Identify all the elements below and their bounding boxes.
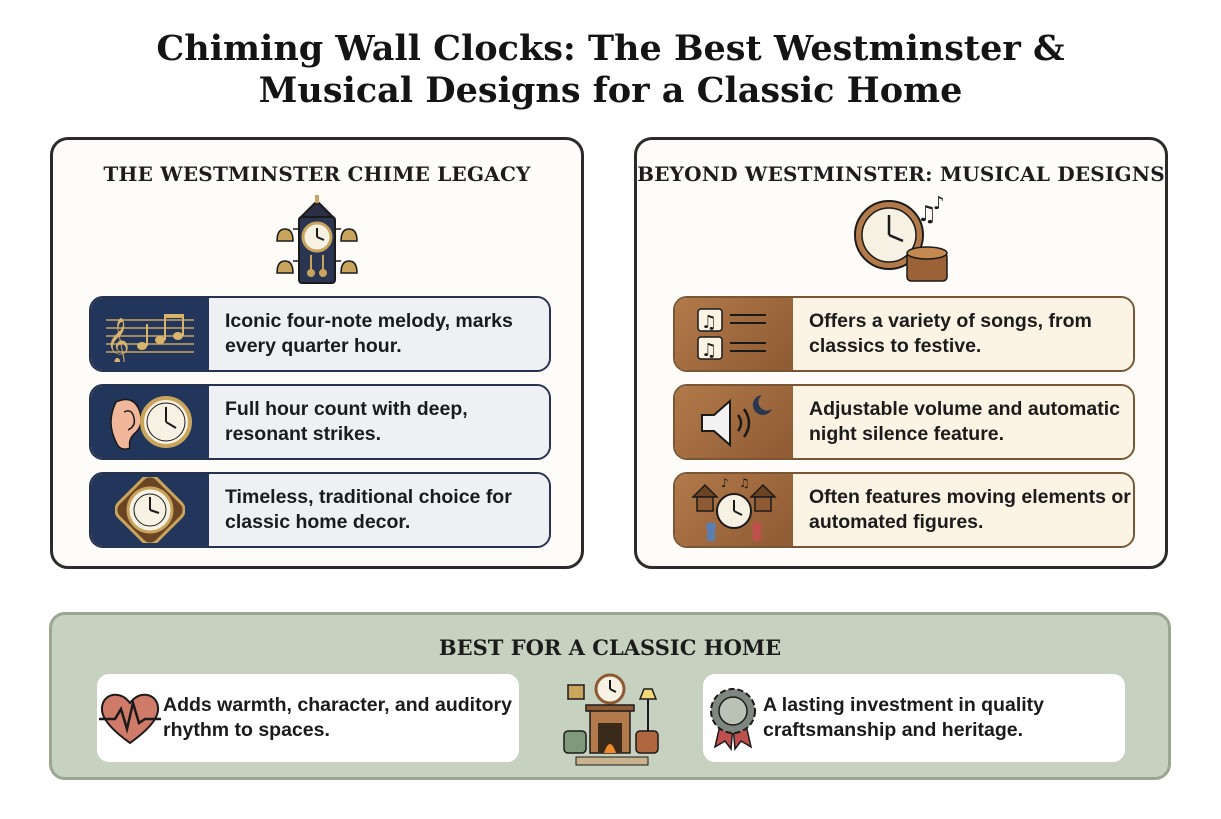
westminster-panel-title: THE WESTMINSTER CHIME LEGACY xyxy=(103,162,531,186)
musical-item-figures: ♪ ♫ Often features moving elements or au… xyxy=(673,472,1135,548)
clock-music-box-icon: ♫ ♪ xyxy=(851,193,951,292)
quality-badge-icon xyxy=(703,685,763,751)
title-line-2: Musical Designs for a Classic Home xyxy=(258,70,963,111)
title-line-1: Chiming Wall Clocks: The Best Westminste… xyxy=(156,28,1065,69)
musical-designs-panel-title: BEYOND WESTMINSTER: MUSICAL DESIGNS xyxy=(637,162,1165,186)
musical-item-volume-text: Adjustable volume and automatic night si… xyxy=(793,386,1133,458)
page-title: Chiming Wall Clocks: The Best Westminste… xyxy=(0,28,1221,112)
classic-home-panel-title: BEST FOR A CLASSIC HOME xyxy=(438,635,782,660)
musical-item-volume: Adjustable volume and automatic night si… xyxy=(673,384,1135,460)
svg-text:𝄞: 𝄞 xyxy=(106,318,130,362)
westminster-item-timeless: Timeless, traditional choice for classic… xyxy=(89,472,551,548)
ornate-clock-icon xyxy=(91,474,209,546)
music-notes-icon: 𝄞 xyxy=(91,298,209,370)
westminster-item-hour-count: Full hour count with deep, resonant stri… xyxy=(89,384,551,460)
speaker-moon-icon xyxy=(675,386,793,458)
westminster-item-timeless-text: Timeless, traditional choice for classic… xyxy=(209,474,549,546)
musical-item-songs-text: Offers a variety of songs, from classics… xyxy=(793,298,1133,370)
classic-home-panel: BEST FOR A CLASSIC HOME Adds warmth, cha… xyxy=(49,612,1171,780)
westminster-item-hour-count-text: Full hour count with deep, resonant stri… xyxy=(209,386,549,458)
westminster-item-melody-text: Iconic four-note melody, marks every qua… xyxy=(209,298,549,370)
cuckoo-figures-icon: ♪ ♫ xyxy=(675,474,793,546)
westminster-clock-with-bells-icon xyxy=(271,195,363,292)
westminster-item-melody: 𝄞 Iconic four-note melody, marks every q… xyxy=(89,296,551,372)
svg-text:♫: ♫ xyxy=(739,477,750,490)
musical-designs-panel: BEYOND WESTMINSTER: MUSICAL DESIGNS ♫ ♪ … xyxy=(634,137,1168,569)
musical-item-figures-text: Often features moving elements or automa… xyxy=(793,474,1133,546)
ear-clock-icon xyxy=(91,386,209,458)
westminster-panel: THE WESTMINSTER CHIME LEGACY xyxy=(50,137,584,569)
svg-text:♪: ♪ xyxy=(933,195,945,214)
classic-home-card-investment: A lasting investment in quality craftsma… xyxy=(703,674,1125,762)
musical-item-songs: ♫ ♫ Offers a variety of songs, from clas… xyxy=(673,296,1135,372)
classic-home-card-warmth-text: Adds warmth, character, and auditory rhy… xyxy=(163,694,512,741)
heart-pulse-icon xyxy=(97,689,163,747)
living-room-icon xyxy=(562,669,662,774)
classic-home-card-warmth: Adds warmth, character, and auditory rhy… xyxy=(97,674,519,762)
classic-home-card-investment-text: A lasting investment in quality craftsma… xyxy=(763,694,1044,741)
song-list-icon: ♫ ♫ xyxy=(675,298,793,370)
svg-text:♫: ♫ xyxy=(701,312,717,333)
svg-text:♪: ♪ xyxy=(721,477,729,490)
svg-text:♫: ♫ xyxy=(917,202,937,227)
svg-text:♫: ♫ xyxy=(701,340,717,361)
